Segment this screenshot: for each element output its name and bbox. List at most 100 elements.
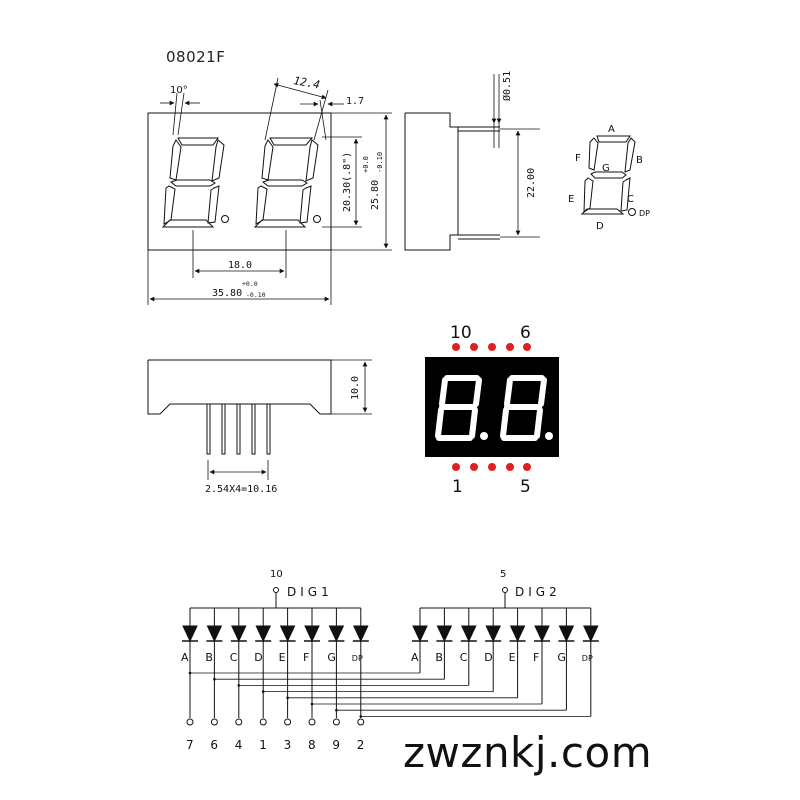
photo-pin-dot-top-4 <box>506 343 514 351</box>
photo-dp-2 <box>545 432 553 440</box>
dim-digit-height: 20.30(.8") <box>342 152 353 212</box>
front-body-outline <box>147 112 332 251</box>
pin-terminal-4 <box>235 718 243 726</box>
seg-label-f: F <box>575 153 581 164</box>
pin-terminal-6 <box>210 718 218 726</box>
watermark: zwznkj.com <box>403 728 653 777</box>
dig2-seg-label-g: G <box>557 651 566 664</box>
front-digit-1 <box>161 137 225 228</box>
photo-dp-1 <box>480 432 488 440</box>
dim-width-tol-plus: +0.0 <box>242 280 258 288</box>
photo-pin-top-left: 10 <box>450 323 472 343</box>
seg-label-c: C <box>627 194 634 205</box>
dig1-diode-f <box>304 625 320 643</box>
dim-pin-len: 22.00 <box>526 168 537 198</box>
pin-terminal-7 <box>186 718 194 726</box>
seg-label-g: G <box>602 163 610 174</box>
pin-terminal-1 <box>259 718 267 726</box>
dig1-seg-label-f: F <box>303 651 309 664</box>
front-digit-2 <box>253 137 319 228</box>
dig1-label: DIG1 <box>287 585 333 599</box>
dim-pin-dia: Ø0.51 <box>501 71 513 101</box>
dig2-seg-label-d: D <box>484 651 492 664</box>
dig2-seg-label-c: C <box>460 651 468 664</box>
dig1-seg-label-a: A <box>181 651 189 664</box>
dim-depth: 10.0 <box>350 376 361 400</box>
dig2-seg-label-a: A <box>411 651 419 664</box>
photo-pins <box>452 343 531 471</box>
photo-pin-top-right: 6 <box>520 323 531 343</box>
pin-number-9: 9 <box>332 738 340 752</box>
bottom-view <box>147 359 372 480</box>
dig1-diode-e <box>279 625 296 643</box>
part-number: 08021F <box>166 48 226 66</box>
photo-pin-dot-top-3 <box>488 343 496 351</box>
seg-label-e: E <box>568 194 574 205</box>
dig2-diode-c <box>461 625 477 643</box>
dig1-diode-g <box>328 625 345 643</box>
front-dp-2 <box>313 215 321 223</box>
seg-label-d: D <box>596 221 604 232</box>
photo-digits <box>435 375 553 441</box>
dig2-diode-d <box>485 625 501 643</box>
pin-terminal-3 <box>284 718 292 726</box>
pin-number-2: 2 <box>357 738 365 752</box>
dim-height-tol-minus: -0.10 <box>376 152 384 173</box>
dig1-diode-d <box>255 625 271 643</box>
dig1-seg-label-g: G <box>327 651 336 664</box>
front-view <box>147 77 392 305</box>
dig1-seg-label-e: E <box>279 651 286 664</box>
pin-terminal-8 <box>308 718 316 726</box>
dim-height: 25.80 <box>370 180 381 210</box>
photo-pin-dot-bottom-3 <box>488 463 496 471</box>
side-view <box>404 74 540 251</box>
photo-pin-bottom-left: 1 <box>452 477 463 497</box>
dig1-diode-dp <box>353 625 369 643</box>
photo-pin-dot-bottom-5 <box>523 463 531 471</box>
dim-seg-width: 12.4 <box>292 74 320 91</box>
dim-angle: 10° <box>170 85 188 96</box>
dig2-diode-g <box>558 625 575 643</box>
dig1-seg-label-dp: DP <box>352 654 363 663</box>
dim-pin-pitch: 2.54X4=10.16 <box>205 484 277 495</box>
pin-number-1: 1 <box>259 738 267 752</box>
dig1-seg-label-b: B <box>205 651 213 664</box>
photo-pin-dot-bottom-4 <box>506 463 514 471</box>
dim-pitch: 18.0 <box>228 260 252 271</box>
pin-number-3: 3 <box>284 738 292 752</box>
pin-number-7: 7 <box>186 738 194 752</box>
dig2-diode-e <box>509 625 526 643</box>
dig2-pin: 5 <box>500 569 506 580</box>
photo-pin-bottom-right: 5 <box>520 477 531 497</box>
dim-height-tol-plus: +0.0 <box>362 156 370 173</box>
dig2-seg-label-dp: DP <box>582 654 593 663</box>
dig2-seg-label-e: E <box>509 651 516 664</box>
dig1-diode-b <box>206 625 223 643</box>
pin-terminal-9 <box>332 718 340 726</box>
seg-label-dp: DP <box>639 209 650 218</box>
dig1-diode-c <box>231 625 247 643</box>
pin-number-4: 4 <box>235 738 243 752</box>
dim-offset: 1.7 <box>346 96 364 107</box>
dim-width-tol-minus: -0.10 <box>246 291 266 299</box>
dig2-diode-f <box>534 625 550 643</box>
front-dp-1 <box>221 215 229 223</box>
photo-pin-dot-bottom-1 <box>452 463 460 471</box>
pin-terminal-2 <box>357 718 365 726</box>
dig2-diode-dp <box>583 625 599 643</box>
segment-map <box>580 135 636 216</box>
photo-pin-dot-top-1 <box>452 343 460 351</box>
dig1-diode-a <box>182 625 198 643</box>
dig1-seg-label-d: D <box>254 651 262 664</box>
photo-pin-dot-top-5 <box>523 343 531 351</box>
product-photo <box>425 343 559 471</box>
seg-label-a: A <box>608 124 615 135</box>
dig2-label: DIG2 <box>515 585 561 599</box>
schematic <box>182 587 599 726</box>
dig2-diode-b <box>436 625 453 643</box>
dig2-diode-a <box>412 625 428 643</box>
dig1-seg-label-c: C <box>230 651 238 664</box>
dim-width: 35.80 <box>212 288 242 299</box>
pin-number-6: 6 <box>210 738 218 752</box>
